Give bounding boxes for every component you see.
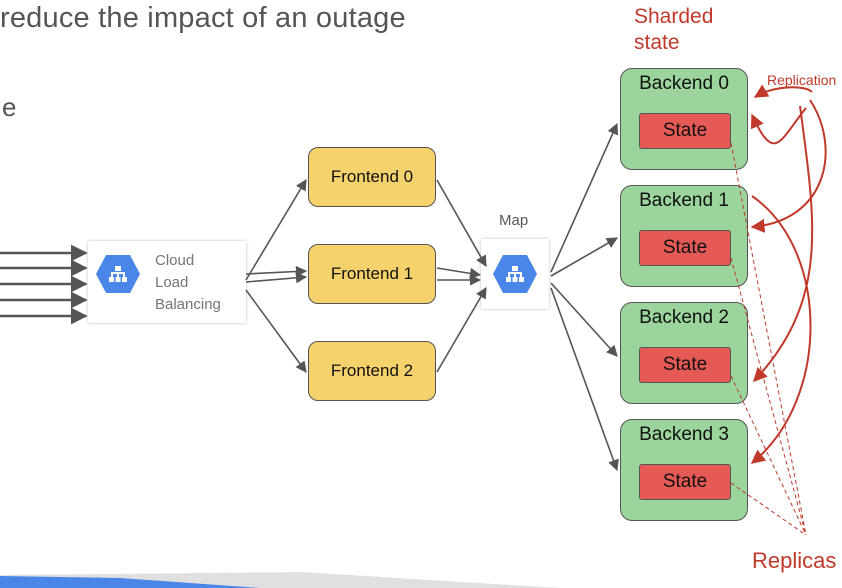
- backend-2-box: Backend 2 State: [620, 302, 748, 404]
- footer-decoration: [0, 572, 560, 588]
- replication-label: Replication: [767, 72, 837, 88]
- clipped-text: e: [2, 92, 17, 122]
- frontend-1-box: Frontend 1: [308, 244, 436, 304]
- load-balancer-label: Cloud Load Balancing: [155, 252, 221, 313]
- frontend-2-box: Frontend 2: [308, 341, 436, 401]
- state-box: State: [639, 113, 731, 149]
- slide-title: reduce the impact of an outage: [0, 2, 406, 34]
- replicas-label: Replicas: [752, 548, 837, 573]
- state-box: State: [639, 230, 731, 266]
- sharded-state-label: Sharded state: [634, 5, 714, 54]
- map-label: Map: [499, 212, 529, 229]
- backend-label: Backend 2: [639, 307, 729, 328]
- backend-0-box: Backend 0 State: [620, 68, 748, 170]
- state-box: State: [639, 347, 731, 383]
- backend-label: Backend 1: [639, 190, 729, 211]
- frontend-0-box: Frontend 0: [308, 147, 436, 207]
- state-box: State: [639, 464, 731, 500]
- hexagon-network-icon: [96, 255, 140, 293]
- backend-label: Backend 3: [639, 424, 729, 445]
- backend-3-box: Backend 3 State: [620, 419, 748, 521]
- backend-1-box: Backend 1 State: [620, 185, 748, 287]
- backend-label: Backend 0: [639, 73, 729, 94]
- hexagon-network-icon: [493, 255, 537, 293]
